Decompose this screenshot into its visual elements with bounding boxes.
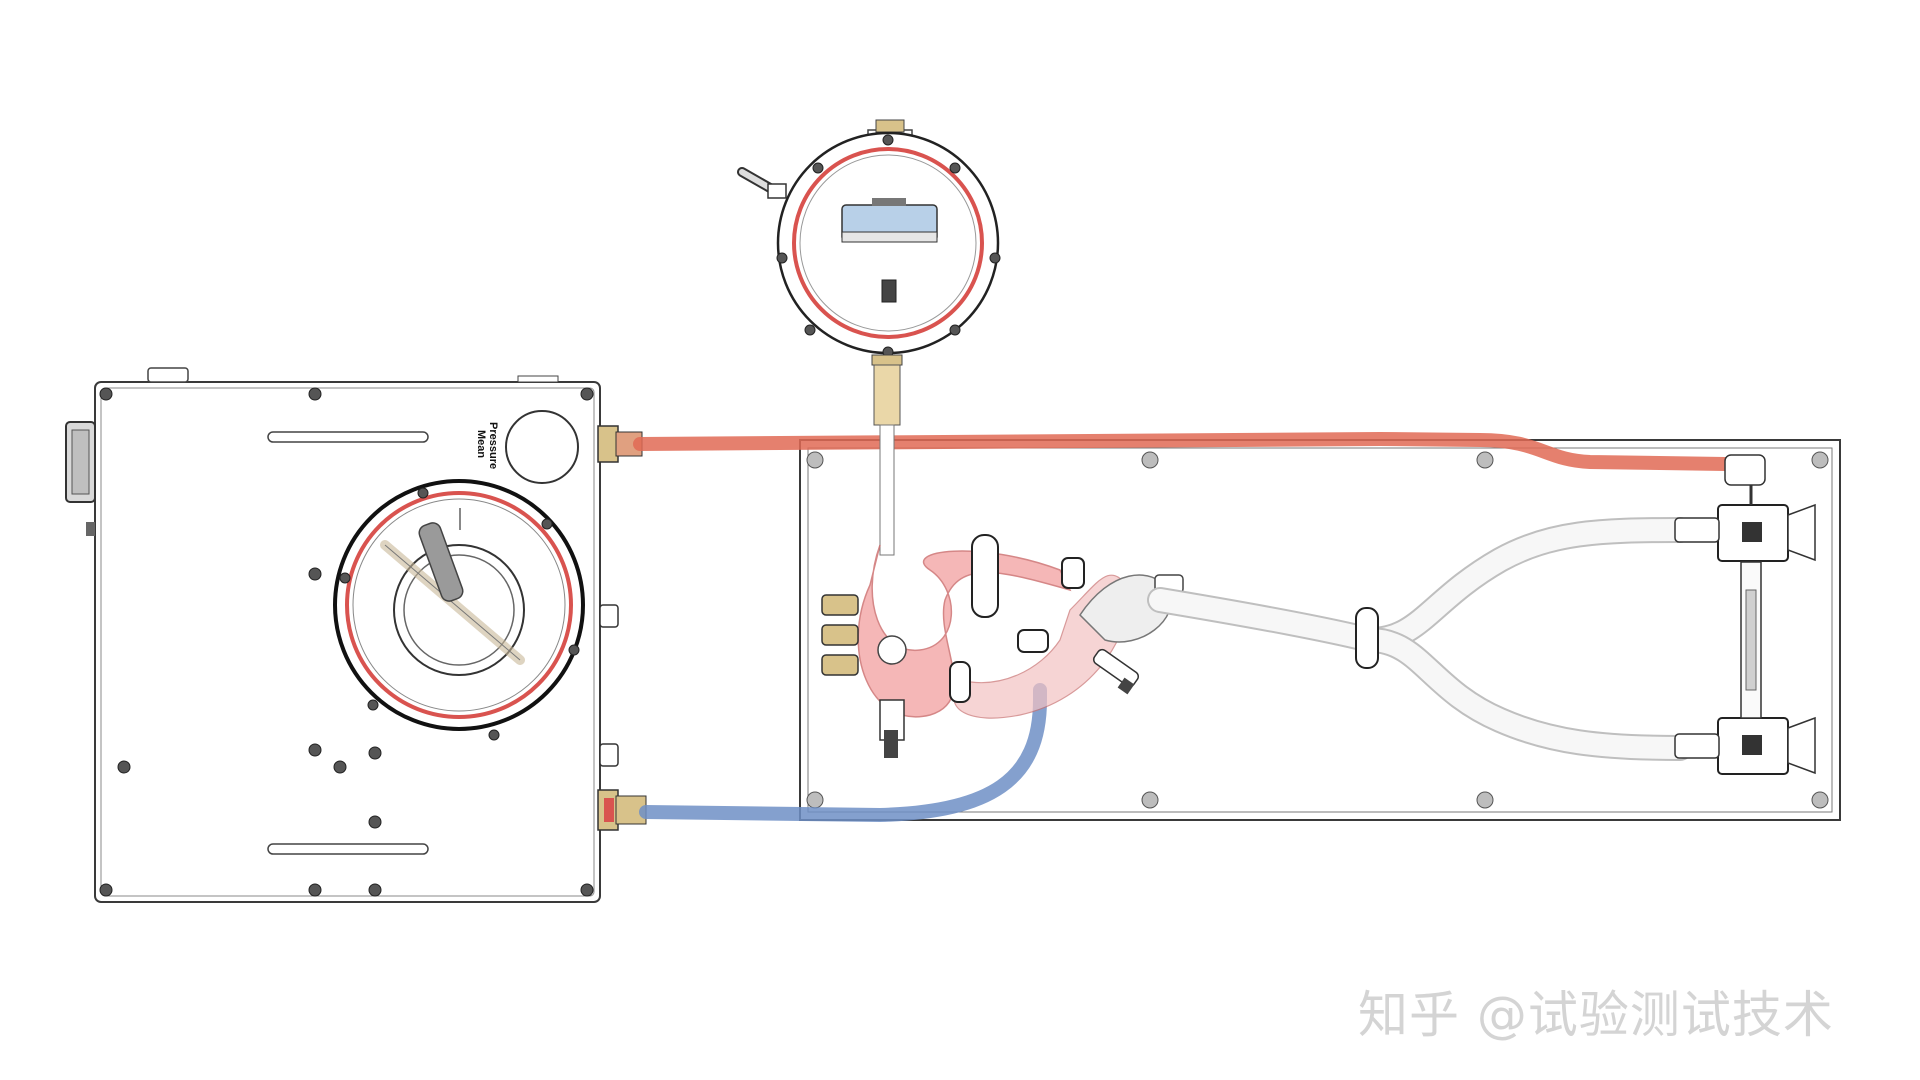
ventricle-assembly: [821, 534, 1184, 758]
bypass-column: [1740, 485, 1762, 719]
blue-return-hose: [639, 683, 1047, 823]
controller-side-fittings: [599, 604, 619, 767]
peripheral-valve-bottom: [1674, 716, 1816, 775]
controller-box: Mean Pressure: [65, 367, 647, 903]
mean-pressure-label: Mean Pressure: [475, 422, 499, 469]
mean-pressure-gauge: [505, 410, 579, 484]
base-plate-screws: [806, 451, 1829, 809]
controller-main-window: [333, 479, 585, 741]
watermark: 知乎 @试验测试技术: [1358, 986, 1834, 1044]
blue-outlet-fitting: [597, 789, 647, 831]
peripheral-valve-top: [1674, 454, 1816, 562]
y-tube-network: [1147, 517, 1693, 761]
compliance-chamber: [737, 119, 1001, 556]
red-pressure-hose: [633, 431, 1732, 471]
controller-screws: [99, 387, 594, 897]
